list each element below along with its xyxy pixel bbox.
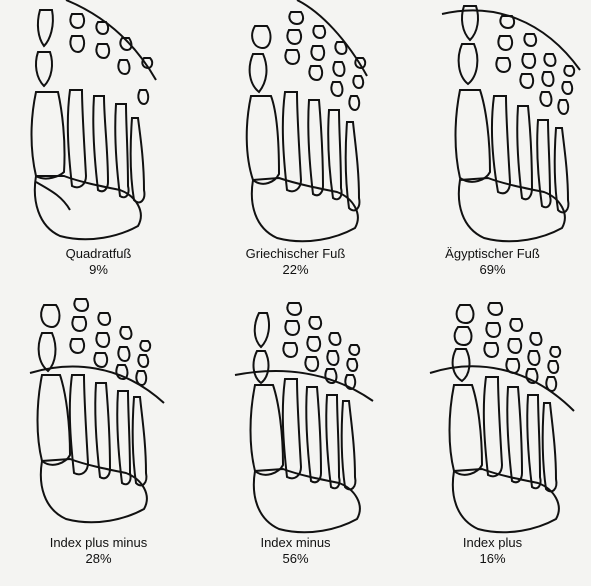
foot-type-percent: 16% (394, 551, 591, 567)
foot-type-label: Ägyptischer Fuß (394, 246, 591, 262)
foot-type-percent: 28% (0, 551, 197, 567)
foot-type-percent: 56% (197, 551, 394, 567)
foot-type-label: Quadratfuß (0, 246, 197, 262)
panel-index-plus: Index plus 16% (394, 293, 591, 586)
panel-griechischer-fuss: Griechischer Fuß 22% (197, 0, 394, 293)
foot-type-label: Griechischer Fuß (197, 246, 394, 262)
panel-index-plus-minus: Index plus minus 28% (0, 293, 197, 586)
panel-quadratfuss: Quadratfuß 9% (0, 0, 197, 293)
foot-type-label: Index plus minus (0, 535, 197, 551)
foot-type-label: Index minus (197, 535, 394, 551)
foot-type-percent: 69% (394, 262, 591, 278)
foot-type-percent: 9% (0, 262, 197, 278)
foot-type-label: Index plus (394, 535, 591, 551)
panel-index-minus: Index minus 56% (197, 293, 394, 586)
foot-type-percent: 22% (197, 262, 394, 278)
panel-aegyptischer-fuss: Ägyptischer Fuß 69% (394, 0, 591, 293)
